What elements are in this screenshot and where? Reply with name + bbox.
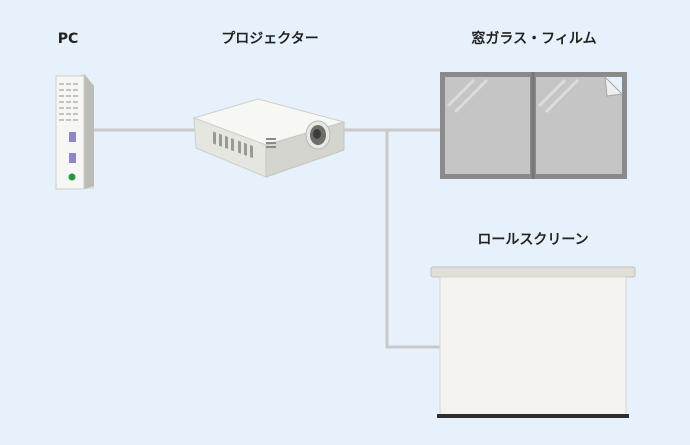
window-glass-label: 窓ガラス・フィルム [471, 32, 596, 46]
usb-port-2 [69, 153, 76, 163]
projector-icon [194, 99, 344, 177]
pc-icon [56, 74, 94, 189]
roll-screen-icon [431, 267, 635, 418]
connector-to-screen [387, 130, 442, 347]
power-led [69, 174, 76, 181]
pc-label: PC [58, 32, 79, 46]
sliding-window-icon [440, 72, 627, 179]
roll-screen-label: ロールスクリーン [477, 233, 588, 247]
projector-label: プロジェクター [221, 32, 318, 46]
usb-port-1 [69, 132, 76, 142]
